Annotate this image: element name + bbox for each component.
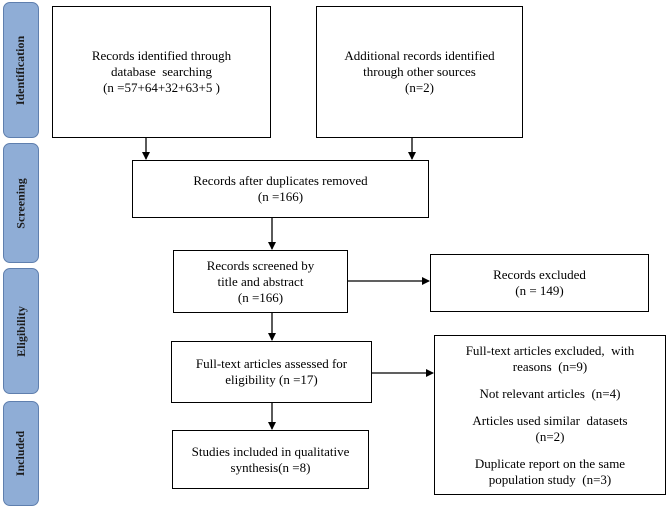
excluded-line2: (n = 149) <box>515 283 564 298</box>
exclusion-reason-similar-datasets-count: (n=2) <box>535 428 565 444</box>
other-records-line2: through other sources <box>363 64 476 79</box>
screened-line2: title and abstract <box>217 273 304 289</box>
fulltext-assessed-line2: eligibility (n =17) <box>225 372 318 387</box>
fulltext-assessed-line1: Full-text articles assessed for <box>195 356 348 371</box>
exclusion-reason-duplicate-report: Duplicate report on the same <box>474 455 626 471</box>
fulltext-excluded-line1: Full-text articles excluded, with <box>465 342 635 358</box>
included-line1: Studies included in qualitative <box>191 443 350 459</box>
box-studies-included: Studies included in qualitative synthesi… <box>172 430 369 489</box>
exclusion-reason-similar-datasets: Articles used similar datasets <box>472 412 628 428</box>
duplicates-removed-line1: Records after duplicates removed <box>193 173 368 188</box>
exclusion-reason-duplicate-report-count: population study (n=3) <box>488 471 612 487</box>
stage-label-identification: Identification <box>3 2 39 138</box>
other-records-line1: Additional records identified <box>344 48 495 63</box>
stage-label-included: Included <box>3 401 39 506</box>
box-records-screened: Records screened by title and abstract (… <box>173 250 348 313</box>
other-records-line3: (n=2) <box>405 80 434 95</box>
exclusion-reason-not-relevant: Not relevant articles (n=4) <box>479 385 621 401</box>
db-records-line3: (n =57+64+32+63+5 ) <box>103 80 220 95</box>
screened-line3: (n =166) <box>237 289 284 305</box>
box-records-excluded: Records excluded (n = 149) <box>430 254 649 312</box>
box-database-records: Records identified through database sear… <box>52 6 271 138</box>
box-other-records: Additional records identified through ot… <box>316 6 523 138</box>
fulltext-excluded-line2: reasons (n=9) <box>512 358 588 374</box>
included-line2: synthesis(n =8) <box>230 459 311 475</box>
db-records-line1: Records identified through <box>91 48 232 63</box>
duplicates-removed-line2: (n =166) <box>257 189 304 204</box>
stage-label-eligibility: Eligibility <box>3 268 39 394</box>
box-fulltext-assessed: Full-text articles assessed for eligibil… <box>171 341 372 403</box>
box-fulltext-excluded: Full-text articles excluded, with reason… <box>434 335 666 495</box>
box-duplicates-removed: Records after duplicates removed (n =166… <box>132 160 429 218</box>
screened-line1: Records screened by <box>206 257 315 273</box>
stage-label-screening: Screening <box>3 143 39 263</box>
db-records-line2: database searching <box>110 64 213 79</box>
excluded-line1: Records excluded <box>493 267 586 282</box>
